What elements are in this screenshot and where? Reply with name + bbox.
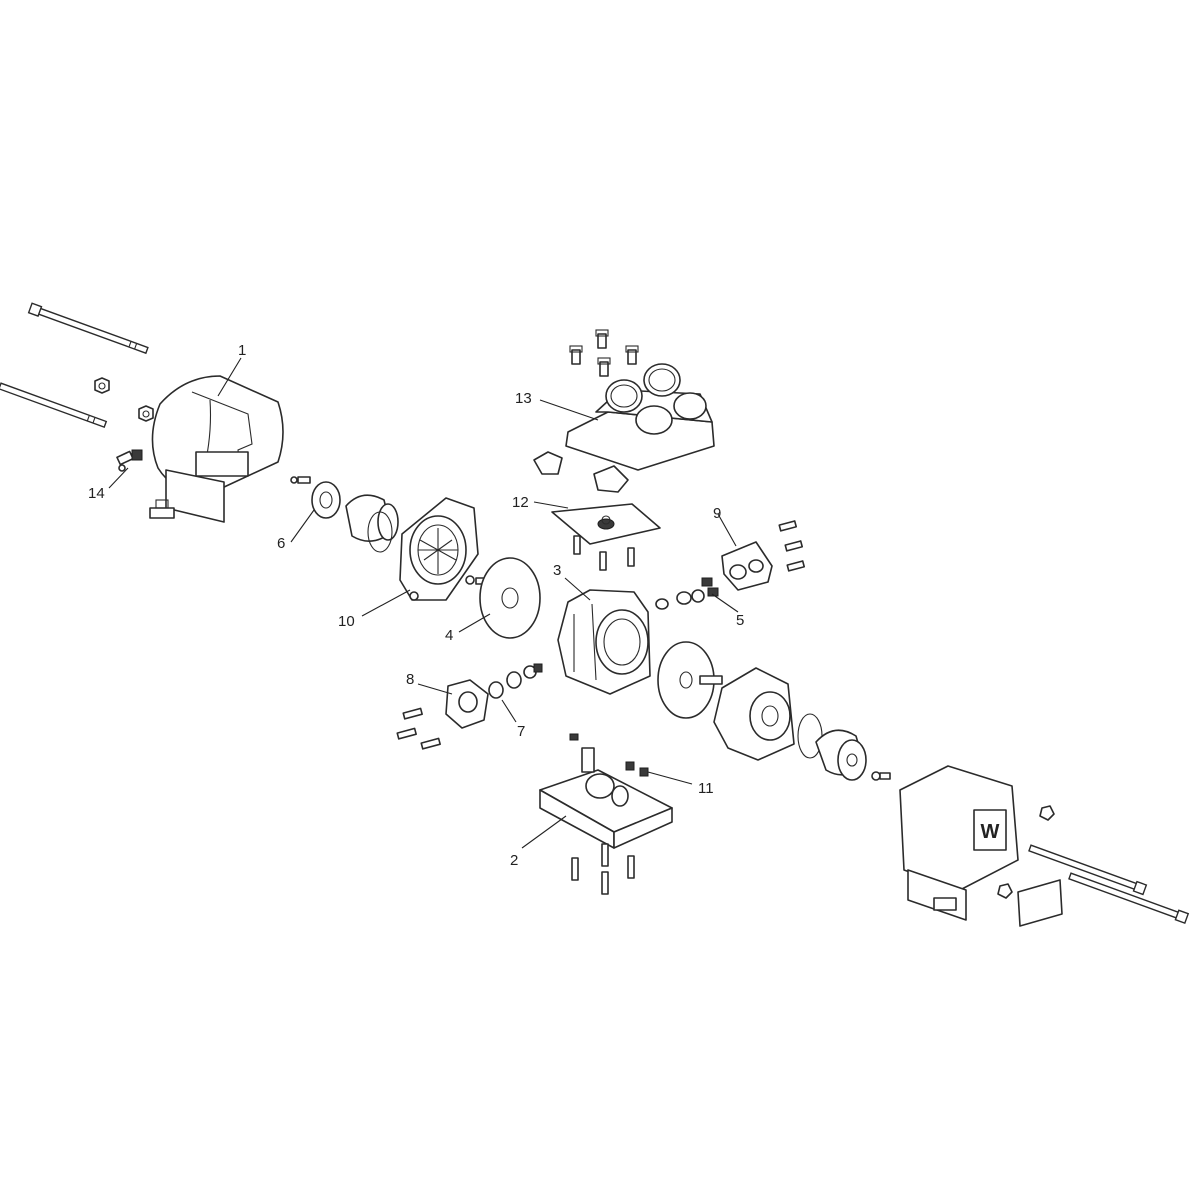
tie-rods-right: [1028, 844, 1190, 925]
leader-lines: [108, 357, 739, 849]
callout-10: 10: [338, 613, 355, 630]
tie-rods-left: [0, 302, 154, 429]
callout-labels: 1 2 3 4 5 6 7 8 9 10 11 12 13 14: [88, 342, 744, 869]
center-section: [557, 589, 651, 695]
right-diaphragm-plate: [797, 713, 891, 781]
air-valve-assembly: [533, 329, 715, 493]
callout-9: 9: [713, 505, 721, 522]
left-outer-chamber: [399, 497, 479, 601]
callout-12: 12: [512, 494, 529, 511]
right-chamber-cover: W: [899, 765, 1063, 927]
callout-8: 8: [406, 671, 414, 688]
callout-11: 11: [698, 780, 714, 797]
callout-5: 5: [736, 612, 744, 629]
left-chamber-cover: [149, 375, 284, 523]
manifold-base: [539, 733, 673, 895]
callout-4: 4: [445, 627, 453, 644]
right-diaphragm: [657, 641, 723, 719]
callout-13: 13: [515, 390, 532, 407]
left-diaphragm-plate: [290, 476, 399, 553]
gasket-plate: [551, 503, 661, 571]
callout-1: 1: [238, 342, 246, 359]
callout-3: 3: [553, 562, 561, 579]
left-pilot-valve: [396, 663, 543, 750]
callout-14: 14: [88, 485, 105, 502]
left-diaphragm: [475, 557, 541, 639]
callout-7: 7: [517, 723, 525, 740]
logo-text: W: [981, 821, 1000, 843]
callout-2: 2: [510, 852, 518, 869]
right-outer-chamber: [713, 667, 795, 761]
right-pilot-valve: [655, 520, 806, 610]
small-fitting: [116, 449, 143, 472]
callout-6: 6: [277, 535, 285, 552]
